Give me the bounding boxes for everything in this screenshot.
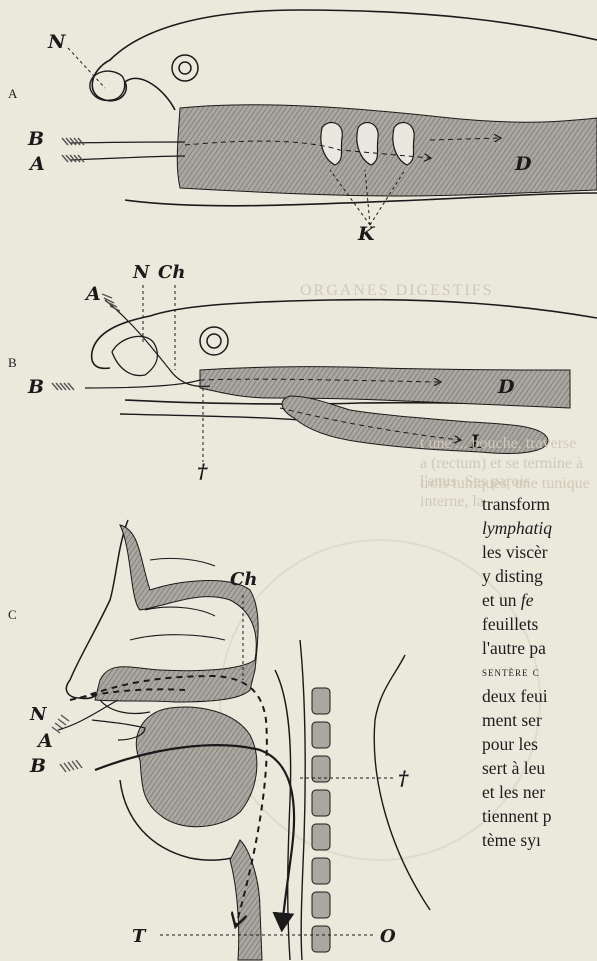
- fig-a-body-outline: [92, 10, 597, 110]
- fig-c-label-Ch: Ch: [230, 569, 257, 590]
- body-line-9: deux feui: [482, 684, 597, 708]
- row-label-a: A: [8, 86, 17, 102]
- fig-c-vertebrae: [312, 688, 330, 952]
- body-line-11: pour les: [482, 732, 597, 756]
- body-line-13: et les ner: [482, 780, 597, 804]
- body-line-2: lymphatiq: [482, 516, 597, 540]
- fig-c-label-dagger: †: [398, 766, 409, 790]
- body-line-12: sert à leu: [482, 756, 597, 780]
- row-label-c: C: [8, 607, 17, 623]
- figure-a-fish-gut: N B A D K: [27, 10, 597, 245]
- row-label-b: B: [8, 355, 17, 371]
- fig-c-label-T: T: [132, 926, 147, 947]
- body-line-8: sentère c: [482, 660, 597, 684]
- body-line-1: transform: [482, 492, 597, 516]
- body-line-14: tiennent p: [482, 804, 597, 828]
- body-line-6: feuillets: [482, 612, 597, 636]
- fig-b-label-dagger: †: [197, 459, 208, 483]
- body-line-4: y disting: [482, 564, 597, 588]
- fig-b-label-A: A: [84, 283, 101, 305]
- bleed-heading: ORGANES DIGESTIFS: [300, 282, 494, 300]
- fig-a-label-D: D: [514, 153, 532, 175]
- body-text-column: transform lymphatiq les viscèr y disting…: [482, 492, 597, 852]
- fig-c-label-B: B: [29, 755, 46, 777]
- body-line-7: l'autre pa: [482, 636, 597, 660]
- fig-c-label-A: A: [36, 730, 53, 752]
- body-line-10: ment ser: [482, 708, 597, 732]
- body-line-5-italic: fe: [521, 590, 534, 610]
- fig-b-label-Ch: Ch: [158, 262, 185, 283]
- fig-a-label-N: N: [47, 31, 66, 53]
- body-line-3: les viscèr: [482, 540, 597, 564]
- fig-c-label-N: N: [29, 704, 48, 725]
- body-line-5: et un fe: [482, 588, 597, 612]
- body-line-15: tème syı: [482, 828, 597, 852]
- fig-b-label-N: N: [132, 262, 151, 283]
- fig-a-label-K: K: [357, 223, 376, 245]
- fig-a-label-B: B: [27, 128, 44, 150]
- fig-c-label-O: O: [380, 926, 396, 947]
- figure-c-human-head-section: Ch N A B † T O: [29, 520, 430, 960]
- fig-b-eye: [200, 327, 228, 355]
- fig-a-eye: [172, 55, 198, 81]
- fig-a-gut-hatched: [177, 105, 597, 196]
- fig-a-label-A: A: [28, 153, 45, 175]
- fig-b-label-B: B: [27, 376, 44, 398]
- fig-c-tongue: [136, 707, 257, 827]
- fig-b-gut-hatched: [200, 367, 570, 408]
- body-line-5-text: et un: [482, 590, 517, 610]
- bleed-line-1: t une ... bouche, traverse: [420, 435, 576, 453]
- fig-c-trachea: [230, 840, 262, 960]
- fig-b-label-D: D: [497, 376, 515, 398]
